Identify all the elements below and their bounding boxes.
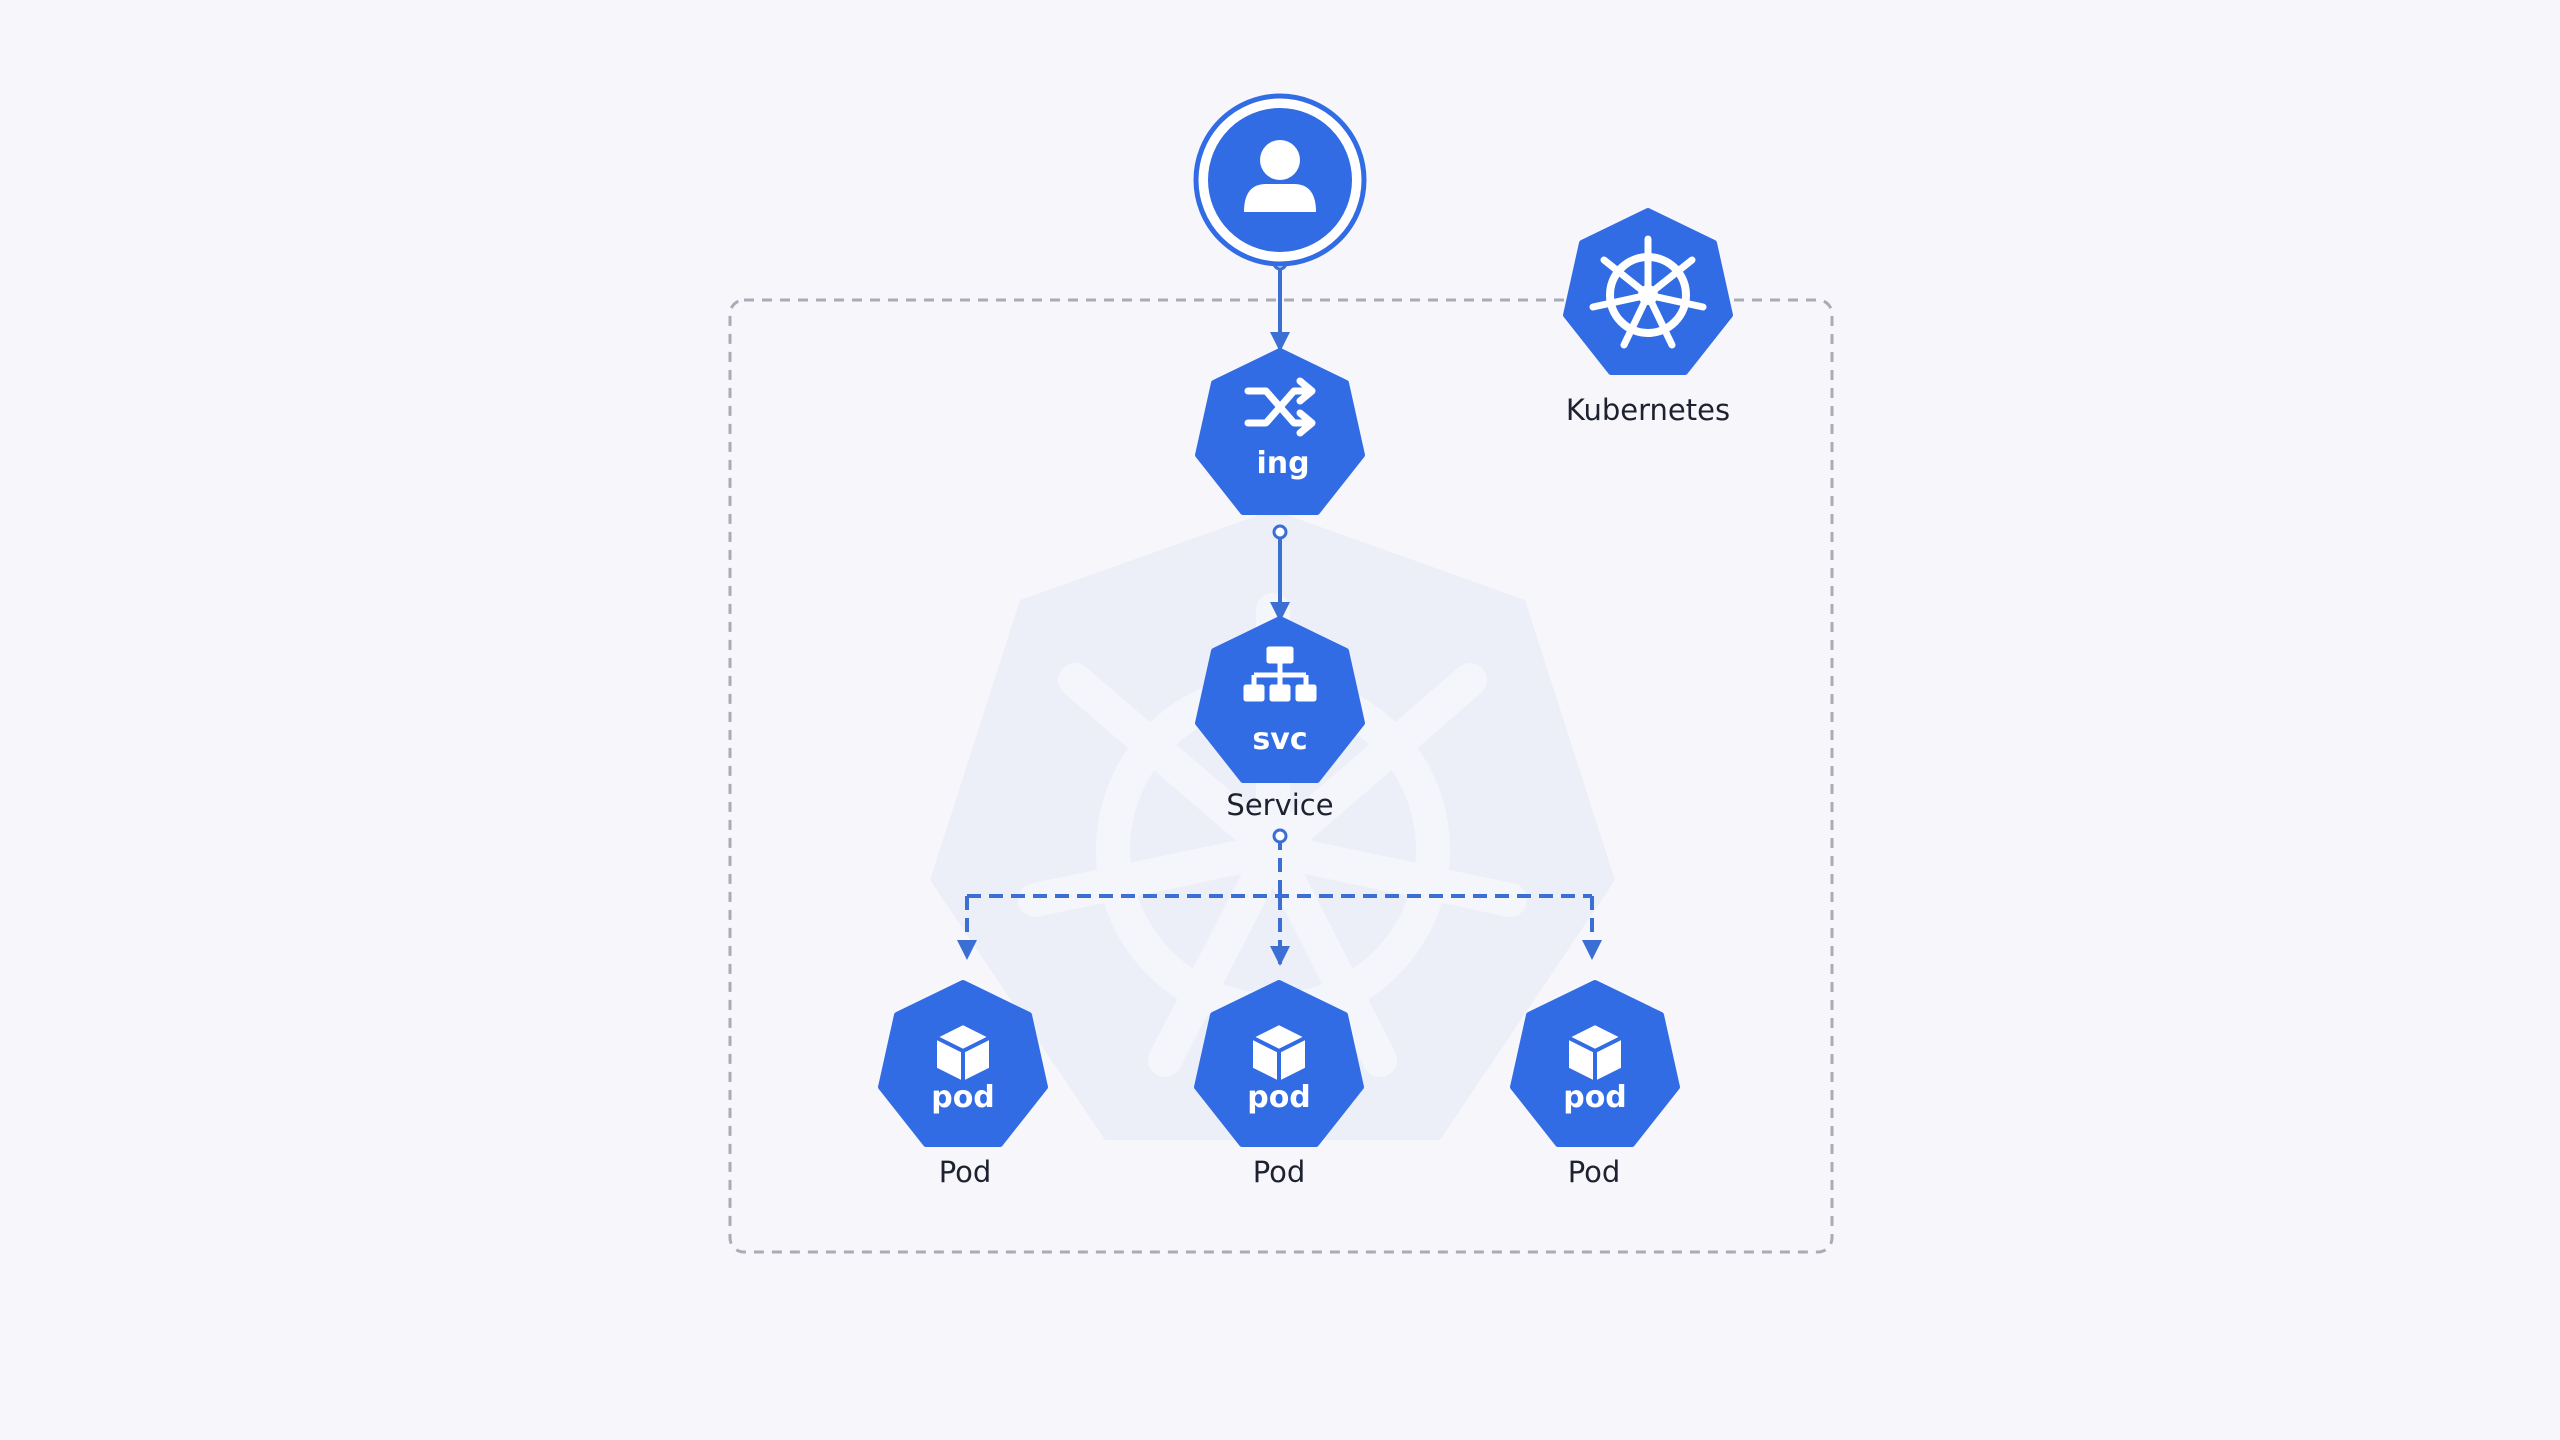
service-label: Service [1226,788,1333,822]
service-badge: svc [1252,722,1307,757]
service-node[interactable]: svc [1195,616,1365,783]
cube-icon [1249,1021,1309,1085]
cluster-boundary [728,298,1834,1254]
pod-badge: pod [931,1080,995,1115]
cube-icon [1565,1021,1625,1085]
kubernetes-logo [1563,208,1733,375]
shuffle-icon [1244,377,1316,437]
pod-badge: pod [1247,1080,1311,1115]
connector-dot [1272,828,1288,844]
user-node[interactable] [1193,93,1367,267]
ingress-badge: ing [1256,446,1309,481]
pod-label: Pod [1253,1155,1306,1189]
pod-node-left[interactable]: pod [878,980,1048,1147]
pod-badge: pod [1563,1080,1627,1115]
ingress-node[interactable]: ing [1195,348,1365,515]
kubernetes-label: Kubernetes [1566,393,1730,427]
cube-icon [933,1021,993,1085]
pod-label: Pod [939,1155,992,1189]
kubernetes-watermark-icon [930,510,1615,1140]
sitemap-icon [1243,646,1317,702]
pod-node-right[interactable]: pod [1510,980,1680,1147]
pod-node-center[interactable]: pod [1194,980,1364,1147]
user-icon [1244,140,1316,212]
kubernetes-helm-icon [1589,235,1707,349]
pod-label: Pod [1568,1155,1621,1189]
connector-dot [1272,524,1288,540]
